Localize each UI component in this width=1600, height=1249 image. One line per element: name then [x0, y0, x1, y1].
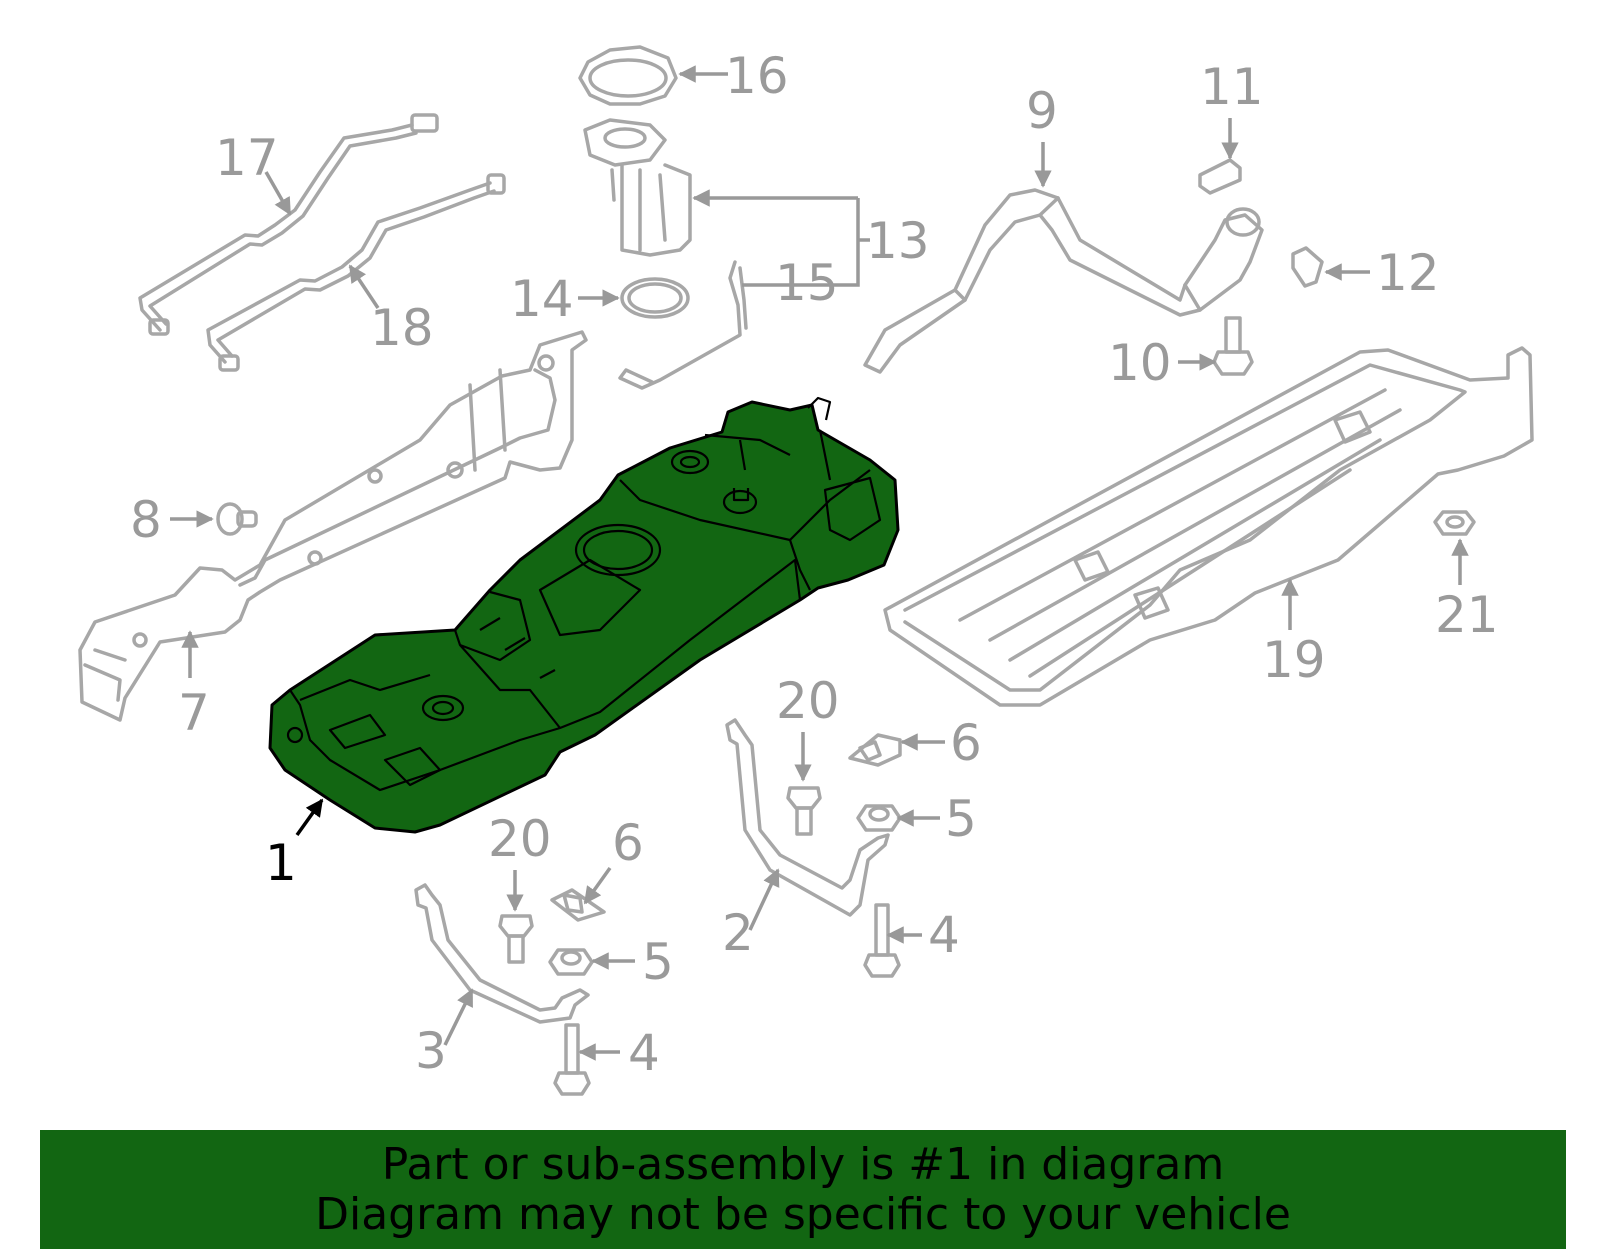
sender-bracket-part [618, 260, 748, 390]
callout-9: 9 [1026, 82, 1058, 140]
callout-4a: 4 [928, 906, 960, 964]
callout-arrows [170, 65, 1469, 1061]
callout-18: 18 [370, 299, 434, 357]
pin-20b-part [498, 914, 534, 964]
clip-6b-part [550, 888, 606, 922]
callout-16: 16 [725, 47, 789, 105]
callout-17: 17 [215, 129, 279, 187]
tank-strap-3-part [414, 883, 590, 1024]
callout-3: 3 [415, 1022, 447, 1080]
callout-1: 1 [265, 834, 297, 892]
nut-5b-part [548, 948, 594, 976]
callout-21: 21 [1435, 586, 1499, 644]
bolt-4b-part [553, 1023, 591, 1096]
callout-2: 2 [722, 904, 754, 962]
heat-shield-part [78, 330, 588, 722]
nut-5a-part [856, 804, 902, 832]
info-banner: Part or sub-assembly is #1 in diagram Di… [40, 1130, 1566, 1249]
callout-13: 13 [866, 212, 930, 270]
push-pin-8-part [216, 502, 258, 536]
callout-12: 12 [1376, 244, 1440, 302]
callout-6a: 6 [950, 714, 982, 772]
fuel-pump-part [583, 118, 692, 257]
tank-strap-2-part [725, 718, 890, 917]
callout-5b: 5 [642, 933, 674, 991]
callout-6b: 6 [612, 814, 644, 872]
banner-line-2: Diagram may not be specific to your vehi… [315, 1188, 1291, 1240]
gasket-part [620, 277, 690, 319]
filler-pipe-part [863, 188, 1264, 374]
skid-plate-part [883, 346, 1534, 707]
banner-line-1: Part or sub-assembly is #1 in diagram [381, 1138, 1225, 1190]
callout-8: 8 [130, 491, 162, 549]
callout-20b: 20 [488, 810, 552, 868]
bolt-10-part [1212, 316, 1254, 376]
callout-19: 19 [1262, 631, 1326, 689]
callout-4b: 4 [628, 1024, 660, 1082]
callout-11: 11 [1200, 58, 1264, 116]
fuel-line-17 [138, 113, 439, 336]
pin-20a-part [786, 786, 822, 836]
callout-10: 10 [1108, 334, 1172, 392]
cap-12-part [1291, 246, 1324, 288]
lock-ring-part [578, 45, 678, 106]
callout-5a: 5 [945, 790, 977, 848]
clip-6a-part [848, 733, 902, 767]
callout-20a: 20 [776, 672, 840, 730]
callout-14: 14 [510, 270, 574, 328]
clip-nut-21-part [1433, 510, 1476, 536]
bolt-4a-part [863, 903, 901, 978]
callout-15: 15 [775, 254, 839, 312]
callout-7: 7 [178, 684, 210, 742]
fuel-tank-part [268, 396, 900, 834]
clip-11-part [1198, 158, 1242, 195]
